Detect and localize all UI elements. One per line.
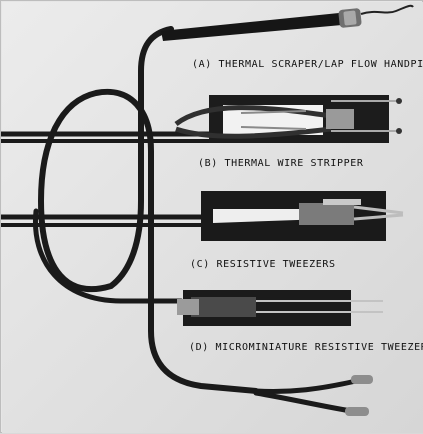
microminiature-resistive-tweezer	[177, 290, 383, 326]
caption-resistive-tweezers: (C) RESISTIVE TWEEZERS	[190, 259, 336, 270]
resistive-tweezers	[201, 191, 404, 241]
caption-microminiature-tweezer: (D) MICROMINIATURE RESISTIVE TWEEZER	[189, 342, 423, 353]
thermal-scraper-handpiece	[161, 4, 414, 41]
thermal-wire-stripper	[174, 95, 402, 143]
cable-plugs	[345, 375, 373, 416]
caption-thermal-scraper: (A) THERMAL SCRAPER/LAP FLOW HANDPIECE	[192, 59, 423, 70]
caption-wire-stripper: (B) THERMAL WIRE STRIPPER	[198, 158, 364, 169]
cable-bundle	[1, 26, 359, 414]
